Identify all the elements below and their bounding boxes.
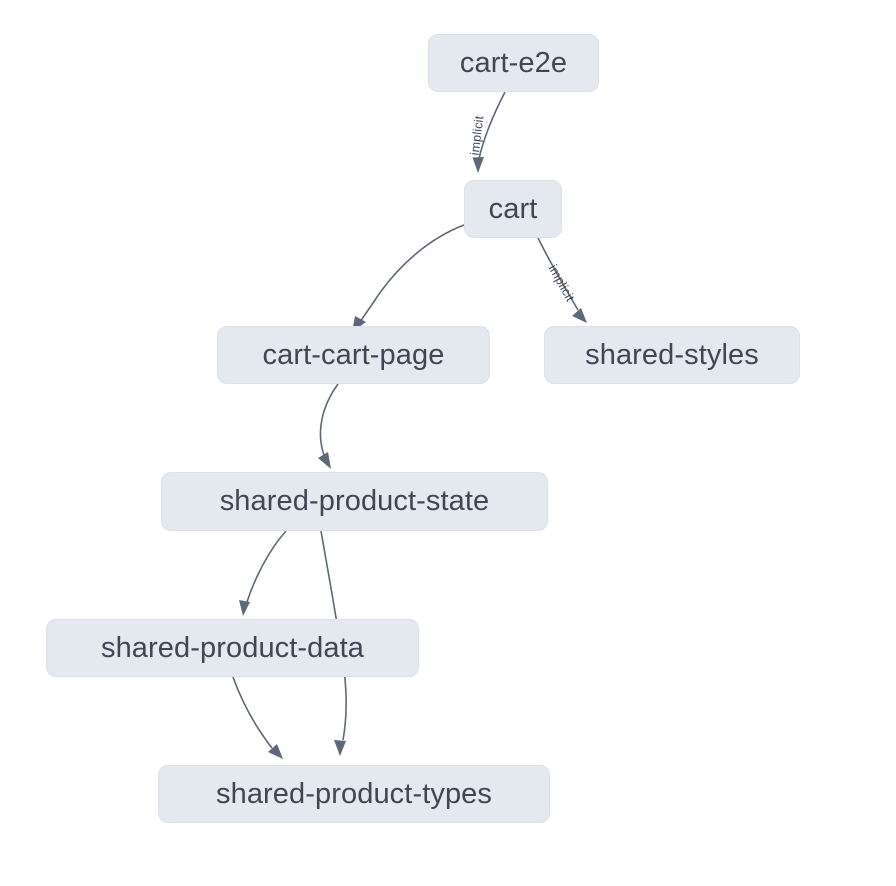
graph-node-cart-e2e[interactable]: cart-e2e <box>428 34 599 92</box>
edge-path <box>246 530 287 603</box>
edge-label-implicit-styles: implicit <box>546 262 578 304</box>
edge-arrowhead <box>239 600 250 616</box>
edge-shared-product-data-to-shared-product-types <box>232 676 283 759</box>
edge-cart-to-cart-cart-page <box>352 224 465 332</box>
graph-node-shared-product-data[interactable]: shared-product-data <box>46 619 419 677</box>
edge-path <box>478 91 506 160</box>
edge-cart-to-shared-styles: implicit <box>537 237 587 323</box>
edge-path <box>319 383 339 456</box>
edge-arrowhead <box>268 744 283 759</box>
graph-node-shared-product-types[interactable]: shared-product-types <box>158 765 550 823</box>
edge-arrowhead <box>572 308 587 323</box>
edge-arrowhead <box>318 452 331 469</box>
graph-node-label: shared-product-types <box>215 777 493 810</box>
graph-node-shared-styles[interactable]: shared-styles <box>544 326 800 384</box>
graph-node-label: shared-product-state <box>219 485 490 517</box>
graph-node-label: shared-styles <box>585 338 759 371</box>
edge-path <box>537 237 579 311</box>
graph-node-label: cart <box>488 192 538 225</box>
graph-node-label: cart-cart-page <box>262 338 445 371</box>
edge-arrowhead <box>472 157 484 173</box>
graph-node-shared-product-state[interactable]: shared-product-state <box>161 472 548 531</box>
edge-path <box>232 676 273 749</box>
graph-node-label: cart-e2e <box>459 46 568 79</box>
edge-shared-product-state-to-shared-product-data <box>239 530 287 616</box>
graph-node-cart-cart-page[interactable]: cart-cart-page <box>217 326 490 384</box>
edge-path <box>359 224 465 323</box>
graph-node-cart[interactable]: cart <box>464 180 562 238</box>
graph-node-label: shared-product-data <box>100 631 365 664</box>
edge-cart-e2e-to-cart: implicit <box>468 91 506 173</box>
edge-cart-cart-page-to-shared-product-state <box>318 383 339 469</box>
edge-arrowhead <box>334 740 346 756</box>
edge-label-implicit-cart: implicit <box>468 115 487 157</box>
